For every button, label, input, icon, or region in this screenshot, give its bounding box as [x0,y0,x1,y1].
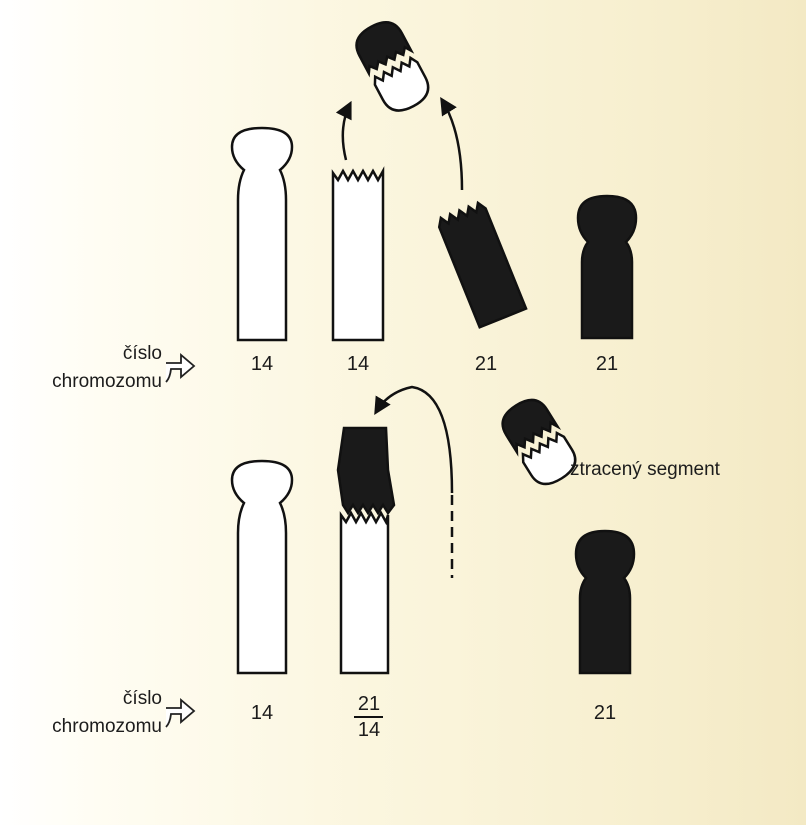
fusion-number-top: 21 [339,693,399,716]
lost-segment-label: ztracený segment [570,459,720,481]
fusion-number-bottom: 14 [339,719,399,742]
bottom-number-14: 14 [232,702,292,725]
top-number-21b: 21 [577,353,637,376]
top-label-line1: číslo [96,343,162,365]
arrow-14-to-segment [343,104,350,160]
chromosome-14-bottom [232,461,292,673]
bottom-label-line1: číslo [96,688,162,710]
bottom-number-21: 21 [575,702,635,725]
top-number-14b: 14 [328,353,388,376]
arrow-right-icon [166,355,194,382]
fusion-chromosome-21-14 [338,428,394,673]
bottom-label-line2: chromozomu [22,716,162,738]
top-number-14a: 14 [232,353,292,376]
top-number-21a: 21 [456,353,516,376]
arrow-21-to-segment [442,100,462,190]
chromosome-14-top [232,128,292,340]
chromosome-21-broken [436,201,526,327]
chromosome-14-broken [333,171,383,340]
detached-fragment [350,15,435,117]
chromosome-21-top [578,196,636,338]
top-label-line2: chromozomu [22,371,162,393]
arrow-right-icon [166,700,194,727]
chromosome-21-bottom [576,531,634,673]
